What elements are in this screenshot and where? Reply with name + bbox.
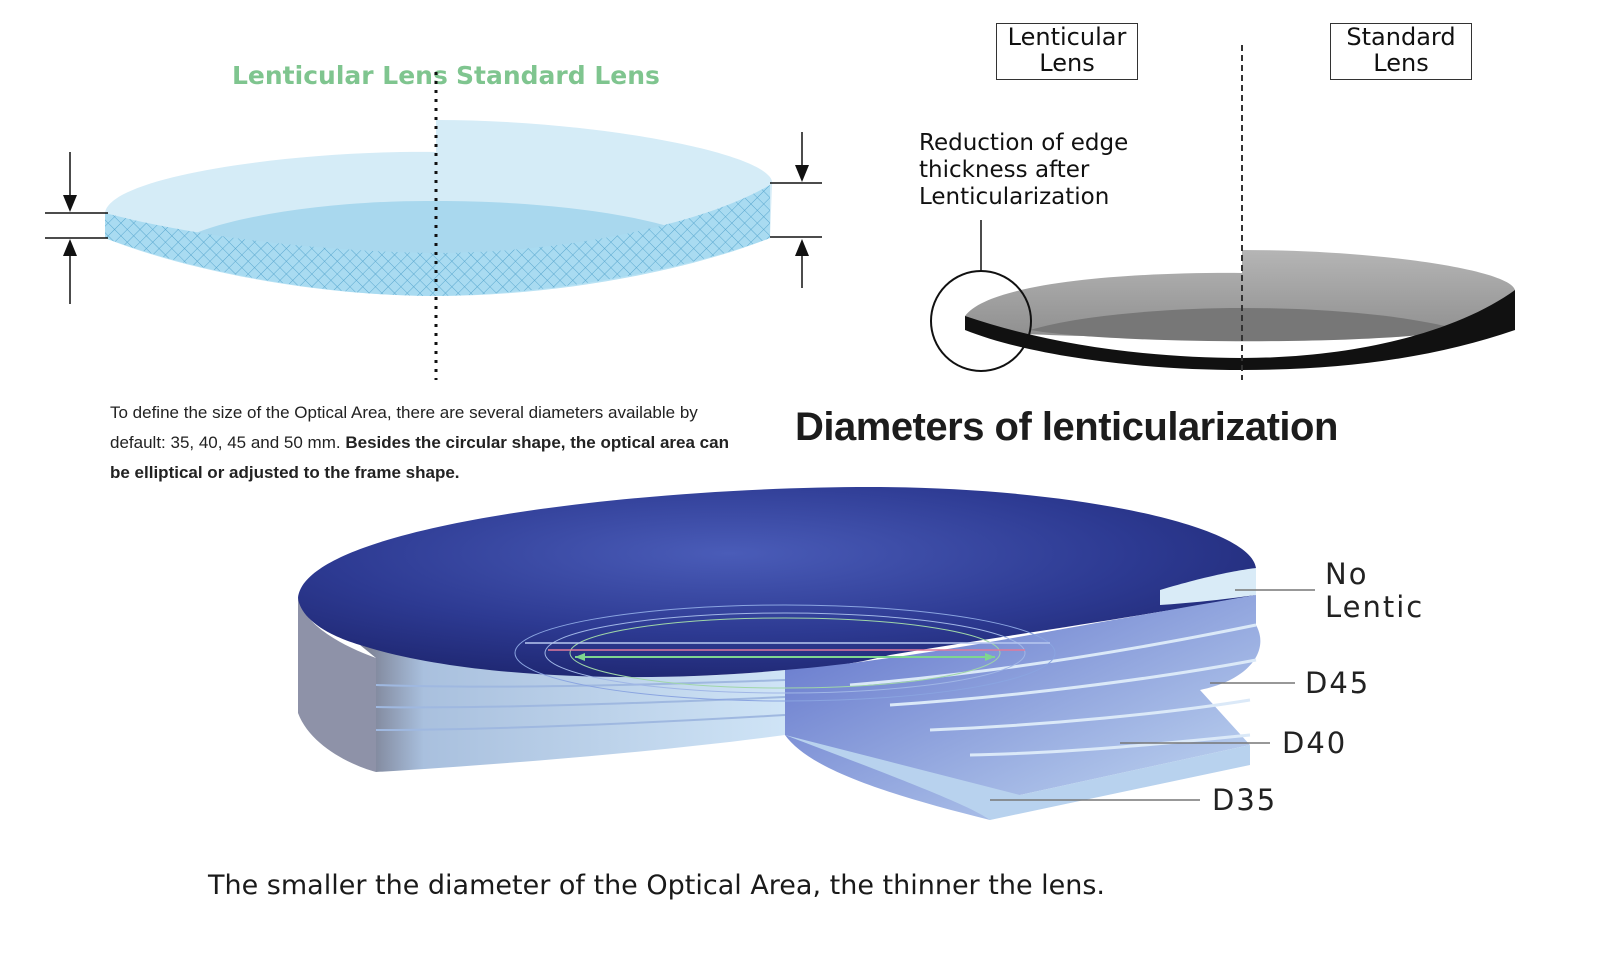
d45-label: D45 <box>1305 666 1371 700</box>
description-paragraph: To define the size of the Optical Area, … <box>110 398 730 488</box>
standard-lens-box: Standard Lens <box>1330 23 1472 80</box>
lenticular-lens-label: Lenticular Lens <box>232 61 448 90</box>
grey-lens-illustration <box>930 45 1515 380</box>
d40-label: D40 <box>1282 726 1348 760</box>
cutaway-lens-illustration <box>298 487 1261 820</box>
edge-thickness-note: Reduction of edge thickness after Lentic… <box>919 130 1129 210</box>
no-lentic-label: No Lentic <box>1325 557 1425 624</box>
description-bold: Besides the circular shape, the optical … <box>110 433 729 482</box>
standard-lens-label: Standard Lens <box>456 61 660 90</box>
d35-label: D35 <box>1212 783 1278 817</box>
description-plain: To define the size of the Optical Area, … <box>110 403 698 452</box>
lenticular-lens-box: Lenticular Lens <box>996 23 1138 80</box>
bottom-caption: The smaller the diameter of the Optical … <box>208 870 1106 901</box>
left-lens-illustration <box>45 72 822 380</box>
section-heading: Diameters of lenticularization <box>795 405 1338 449</box>
